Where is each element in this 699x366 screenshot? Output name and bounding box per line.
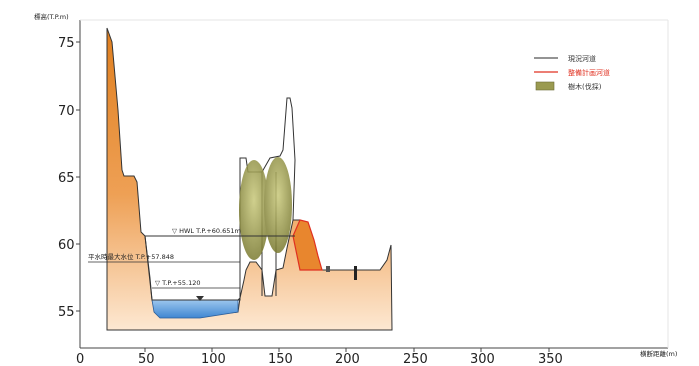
plot-frame — [79, 19, 669, 349]
x-tick-150: 150 — [268, 352, 293, 366]
x-axis-ticks: 0 50 100 150 200 250 300 350 — [76, 348, 563, 366]
x-tick-350: 350 — [538, 352, 563, 366]
legend-label-existing: 現況河道 — [568, 54, 596, 63]
water-level-triangle — [196, 296, 204, 301]
x-tick-250: 250 — [403, 352, 428, 366]
y-axis-title: 標高(T.P.m) — [34, 12, 69, 21]
y-tick-60: 60 — [58, 238, 75, 253]
tree-2 — [264, 157, 292, 253]
y-tick-70: 70 — [58, 104, 75, 119]
x-tick-100: 100 — [201, 352, 226, 366]
legend: 現況河道 整備計画河道 樹木(伐採) — [534, 54, 610, 91]
marker-2 — [326, 266, 330, 272]
x-tick-0: 0 — [76, 352, 84, 366]
levee-structure — [238, 97, 296, 301]
y-tick-75: 75 — [58, 36, 75, 51]
x-tick-300: 300 — [470, 352, 495, 366]
x-tick-50: 50 — [138, 352, 155, 366]
y-tick-65: 65 — [58, 171, 75, 186]
legend-label-trees: 樹木(伐採) — [568, 82, 602, 91]
ground-section — [106, 27, 393, 331]
water-level-lines — [88, 235, 295, 301]
legend-swatch-trees — [535, 81, 555, 91]
planned-channel-fill — [292, 219, 323, 271]
x-axis-title: 横断距離(m) — [640, 349, 677, 358]
hwl-label: ▽ HWL T.P.+60.651m — [172, 227, 241, 235]
low-level-label: ▽ T.P.+55.120 — [155, 279, 201, 287]
x-tick-200: 200 — [335, 352, 360, 366]
marker-1 — [354, 266, 357, 280]
trees-cleared — [239, 157, 292, 260]
y-axis-ticks: 75 70 65 60 55 — [58, 36, 80, 320]
legend-label-plan: 整備計画河道 — [568, 68, 610, 77]
y-tick-55: 55 — [58, 305, 75, 320]
tree-1 — [239, 160, 269, 260]
existing-channel-line — [144, 235, 241, 301]
normal-level-label: 平水時最大水位 T.P.+57.848 — [88, 252, 174, 261]
